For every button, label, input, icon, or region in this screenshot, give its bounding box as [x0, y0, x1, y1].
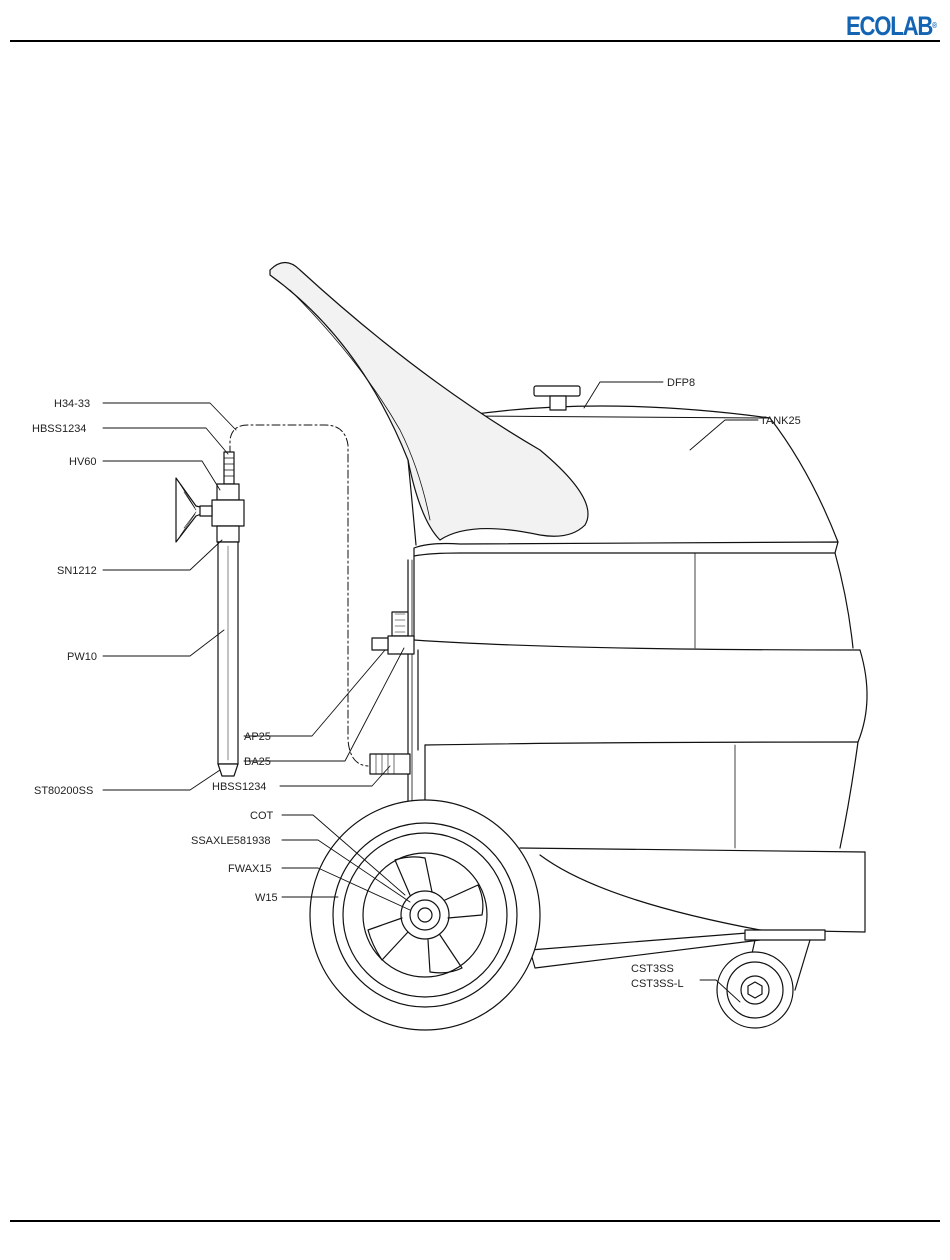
label-pw10: PW10	[67, 651, 97, 663]
label-fwax15: FWAX15	[228, 863, 272, 875]
label-h34-33: H34-33	[54, 398, 90, 410]
label-hbss1234-low: HBSS1234	[212, 781, 266, 793]
label-st80200ss: ST80200SS	[34, 785, 93, 797]
label-sn1212: SN1212	[57, 565, 97, 577]
label-hbss1234-top: HBSS1234	[32, 423, 86, 435]
label-cst3ss: CST3SS	[631, 963, 674, 975]
label-ba25: BA25	[244, 756, 271, 768]
label-ap25: AP25	[244, 731, 271, 743]
label-dfp8: DFP8	[667, 377, 695, 389]
spray-wand-assembly	[176, 425, 368, 776]
handle	[270, 263, 588, 546]
front-caster	[717, 930, 825, 1028]
label-cot: COT	[250, 810, 274, 822]
label-ssaxle581938: SSAXLE581938	[191, 835, 271, 847]
rear-wheel	[310, 800, 540, 1030]
label-tank25: TANK25	[760, 415, 801, 427]
label-w15: W15	[255, 892, 278, 904]
label-cst3ss-l: CST3SS-L	[631, 978, 684, 990]
label-hv60: HV60	[69, 456, 97, 468]
